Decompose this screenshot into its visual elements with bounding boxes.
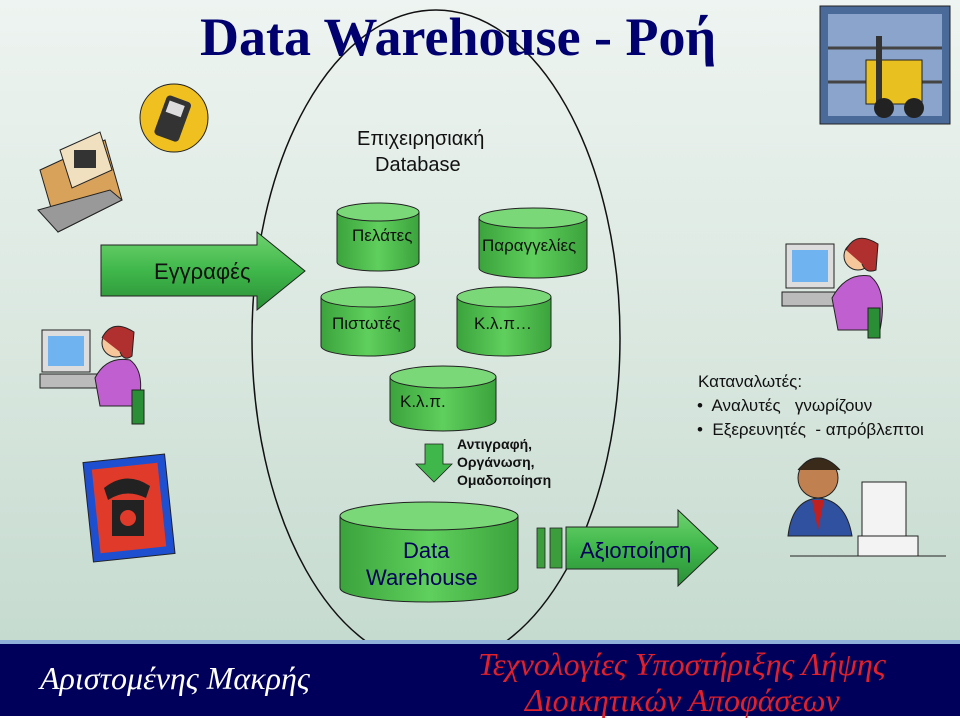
database-ellipse xyxy=(251,9,621,640)
entry-arrow-label: Εγγραφές xyxy=(154,259,251,284)
cylinder-warehouse xyxy=(339,501,519,603)
process-line1: Αντιγραφή, xyxy=(457,436,533,452)
person-computer-left-icon xyxy=(39,325,145,425)
creditors-label: Πιστωτές xyxy=(332,314,401,333)
process-down-arrow xyxy=(415,443,453,483)
slide-title: Data Warehouse - Ροή xyxy=(200,7,717,67)
forklift-icon xyxy=(819,5,951,125)
process-line3: Ομαδοποίηση xyxy=(457,472,552,488)
footer-course-line1: Τεχνολογίες Υποστήριξης Λήψης xyxy=(478,646,886,682)
telephone-icon xyxy=(82,453,176,563)
db-title-line1: Επιχειρησιακή xyxy=(357,128,485,150)
person-computer-right-icon xyxy=(781,237,883,339)
consumers-item-1: • Αναλυτές γνωρίζουν xyxy=(697,396,873,415)
cylinder-orders xyxy=(478,207,588,279)
mobile-phone-icon xyxy=(139,83,209,153)
db-title-line2: Database xyxy=(375,154,461,176)
entry-arrow xyxy=(100,230,306,312)
cylinder-etc-mid xyxy=(389,365,497,432)
footer-author: Αριστομένης Μακρής xyxy=(40,660,310,696)
process-line2: Οργάνωση, xyxy=(457,454,535,470)
exploit-arrow-label: Αξιοποίηση xyxy=(580,538,692,563)
man-computer-icon xyxy=(787,457,946,557)
cash-register-icon xyxy=(37,131,123,233)
cylinder-etc-top xyxy=(456,286,552,357)
etc-mid-label: Κ.λ.π. xyxy=(400,392,446,411)
cylinder-customers xyxy=(336,202,420,272)
customers-label: Πελάτες xyxy=(352,226,413,245)
consumers-heading: Καταναλωτές: xyxy=(698,372,803,391)
diagram-graphics xyxy=(37,5,951,640)
footer-bar xyxy=(0,640,960,716)
etc-top-label: Κ.λ.π… xyxy=(474,314,533,333)
warehouse-line2: Warehouse xyxy=(366,565,478,590)
consumers-item-1-text: Αναλυτές γνωρίζουν xyxy=(711,396,873,415)
orders-label: Παραγγελίες xyxy=(482,236,577,255)
warehouse-line1: Data xyxy=(403,538,450,563)
cylinder-creditors xyxy=(320,286,416,357)
consumers-item-2-text: Εξερευνητές - απρόβλεπτοι xyxy=(712,420,924,439)
exploit-arrow xyxy=(536,508,719,588)
consumers-item-2: • Εξερευνητές - απρόβλεπτοι xyxy=(697,420,924,439)
footer-course-line2: Διοικητικών Αποφάσεων xyxy=(525,682,840,718)
